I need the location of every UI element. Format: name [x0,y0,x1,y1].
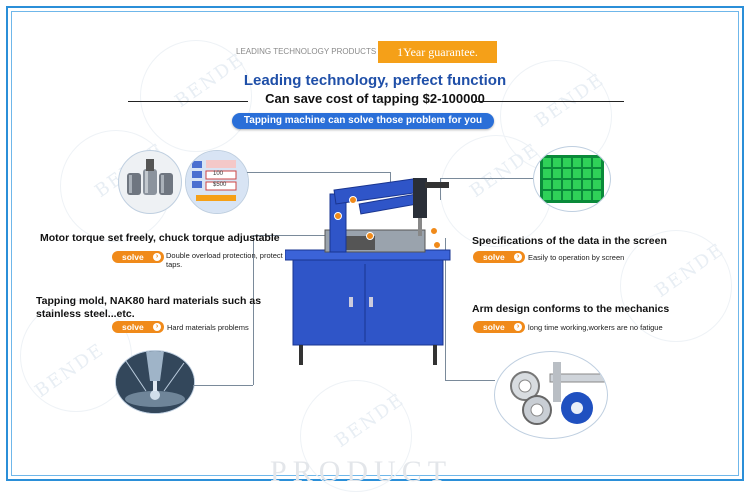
callout-dot [366,232,374,240]
bearing-caliper-photo [494,351,608,439]
page-title: Leading technology, perfect function [243,72,507,89]
feature-3-solve-badge: solve › [473,251,525,263]
solve-label: solve [122,322,144,332]
milling-photo [115,350,195,414]
arrow-right-icon: › [153,253,161,261]
solve-label: solve [483,322,505,332]
watermark-circle [620,230,732,342]
feature-1-title: Motor torque set freely, chuck torque ad… [40,232,280,244]
connector-line [253,235,353,236]
feature-1-desc: Double overload protection, protect taps… [166,251,283,269]
feature-4-title: Arm design conforms to the mechanics [472,303,670,315]
watermark-circle [140,40,252,152]
feature-1-solve-badge: solve › [112,251,164,263]
connector-line [440,178,533,179]
feature-2-solve-badge: solve › [112,321,164,333]
callout-dot [430,227,438,235]
connector-line [247,172,390,173]
header-small-label: LEADING TECHNOLOGY PRODUCTS [236,47,377,56]
data-grid-icon [540,155,604,203]
callout-dot [349,196,357,204]
connector-line [445,238,446,380]
arrow-right-icon: › [514,253,522,261]
guarantee-banner: 1Year guarantee. [378,41,497,63]
callout-dot [433,241,441,249]
arrow-right-icon: › [153,323,161,331]
screen-photo: 100 $500 [185,150,249,214]
divider-left [128,101,248,102]
feature-4-solve-badge: solve › [473,321,525,333]
milling-icon [116,351,194,413]
feature-3-desc: Easily to operation by screen [528,253,625,262]
feature-4-desc: long time working,workers are no fatigue [528,323,663,332]
connector-line [193,385,253,386]
bearing-icon [510,362,606,425]
arrow-right-icon: › [514,323,522,331]
screen-panel-icon [186,151,248,213]
screen-value-2: $500 [213,182,227,188]
chuck-photo [118,150,182,214]
callout-dot [334,212,342,220]
screen-value-1: 100 [213,171,224,177]
solve-label: solve [483,252,505,262]
feature-2-title: Tapping mold, NAK80 hard materials such … [36,295,262,320]
feature-3-title: Specifications of the data in the screen [472,235,667,247]
feature-2-desc: Hard materials problems [167,323,249,332]
data-screen-photo [533,146,611,212]
chuck-icon [127,159,173,195]
solve-label: solve [122,252,144,262]
connector-line [440,178,441,200]
connector-line [445,380,495,381]
page-subtitle: Can save cost of tapping $2-100000 [265,91,485,106]
divider-right [474,101,624,102]
problem-pill: Tapping machine can solve those problem … [232,113,494,129]
tapping-machine-image [285,178,451,365]
connector-line [253,235,254,385]
connector-line [390,172,391,188]
footer-ghost-text: PRODUCT [270,455,453,488]
